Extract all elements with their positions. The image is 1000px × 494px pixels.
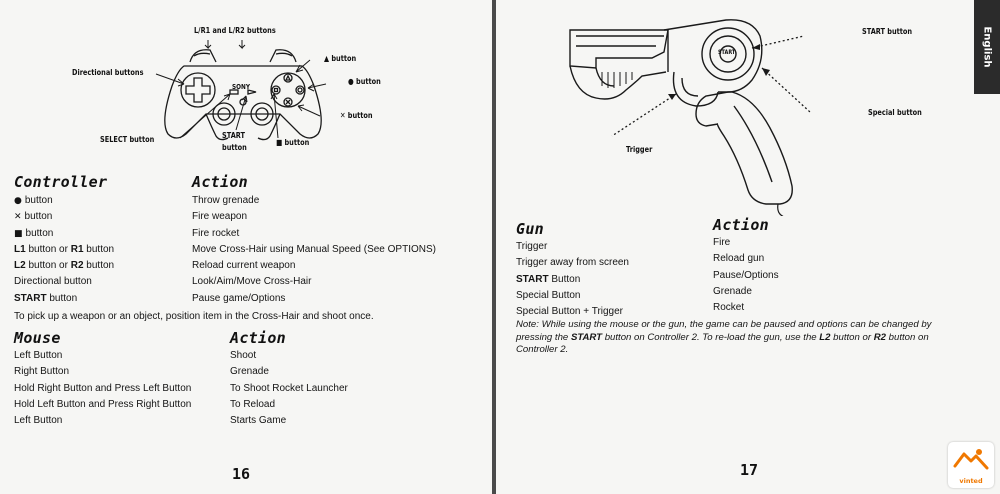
controller-diagram: [150, 30, 350, 160]
gun-usage-note: Note: While using the mouse or the gun, …: [516, 319, 932, 355]
label-triangle-button: ▲ button: [324, 54, 357, 63]
gun-actions-list: Fire Reload gun Pause/Options Grenade Ro…: [713, 235, 779, 316]
mouse-row: Hold Right Button and Press Left Button: [14, 382, 192, 394]
light-gun-illustration: [569, 19, 811, 216]
controller-brand-logo: SONY: [232, 83, 250, 91]
label-gun-special-button: Special button: [868, 108, 922, 117]
gun-row: Trigger: [516, 241, 548, 252]
controller-action: Pause game/Options: [192, 292, 286, 304]
page-17: START START button Special button Trigge…: [496, 0, 1000, 494]
mouse-actions-list: Shoot Grenade To Shoot Rocket Launcher T…: [230, 348, 348, 429]
label-gun-start-button: START button: [862, 27, 913, 36]
controller-controls-list: ●button ✕button ■button L1 button or R1 …: [14, 193, 114, 307]
mouse-controls-list: Left Button Right Button Hold Right Butt…: [14, 348, 191, 429]
controller-column-header: Controller: [14, 173, 108, 191]
gun-row: START Button: [516, 273, 581, 285]
gun-diagram: [556, 6, 836, 216]
label-cross-button: ✕ button: [340, 111, 373, 120]
controller-action: Fire rocket: [192, 227, 240, 239]
mouse-row: Hold Left Button and Press Right Button: [14, 398, 192, 410]
label-shoulder-buttons: L/R1 and L/R2 buttons: [194, 26, 276, 35]
controller-illustration: [155, 40, 327, 141]
controller-row: L1 button or R1 button: [14, 243, 115, 255]
gun-action: Reload gun: [713, 253, 765, 265]
gun-row: Special Button: [516, 289, 581, 301]
label-square-button: ■ button: [276, 138, 310, 147]
gun-action: Grenade: [713, 285, 752, 297]
controller-row: Directional button: [14, 276, 92, 288]
label-gun-trigger: Trigger: [626, 145, 653, 154]
label-directional-buttons: Directional buttons: [72, 68, 144, 77]
mouse-action-header: Action: [230, 329, 286, 347]
controller-row: START button: [14, 292, 78, 304]
controller-row: ✕button: [14, 211, 53, 223]
mouse-column-header: Mouse: [14, 329, 61, 347]
marketplace-watermark-text: vinted: [959, 477, 983, 485]
controller-footnote: To pick up a weapon or an object, positi…: [14, 311, 374, 322]
mouse-action: To Reload: [230, 398, 276, 410]
language-tab: English: [974, 0, 1000, 94]
label-start-button-line1: START: [222, 131, 245, 140]
controller-row: ●button: [14, 195, 53, 206]
mouse-row: Right Button: [14, 366, 70, 378]
gun-row: Trigger away from screen: [516, 257, 629, 269]
mouse-action: To Shoot Rocket Launcher: [230, 382, 348, 394]
page-gutter: [492, 0, 496, 494]
marketplace-logo-icon: [953, 449, 989, 470]
mouse-action: Shoot: [230, 350, 257, 361]
gun-controls-list: Trigger Trigger away from screen START B…: [516, 239, 629, 320]
label-select-button: SELECT button: [100, 135, 155, 144]
mouse-row: Left Button: [14, 350, 63, 361]
label-start-on-gun: START: [718, 49, 736, 56]
page-number-right: 17: [740, 461, 759, 479]
label-start-button-line2: button: [222, 143, 247, 152]
controller-actions-list: Throw grenade Fire weapon Fire rocket Mo…: [192, 193, 436, 307]
gun-action: Rocket: [713, 302, 745, 314]
controller-action: Fire weapon: [192, 211, 248, 223]
cross-icon: ✕: [14, 212, 22, 223]
controller-action: Move Cross-Hair using Manual Speed (See …: [192, 243, 436, 255]
page-number-left: 16: [232, 465, 251, 483]
controller-row: L2 button or R2 button: [14, 260, 115, 272]
controller-action-header: Action: [192, 173, 248, 191]
square-icon: ■: [14, 228, 23, 239]
gun-action-header: Action: [713, 216, 769, 234]
page-16: L/R1 and L/R2 buttons ▲ button ● button …: [0, 0, 492, 494]
mouse-action: Grenade: [230, 366, 269, 378]
controller-action: Throw grenade: [192, 195, 260, 206]
label-circle-button: ● button: [348, 77, 381, 86]
controller-row: ■button: [14, 227, 54, 239]
gun-column-header: Gun: [516, 220, 544, 238]
circle-icon: ●: [14, 196, 22, 206]
controller-action: Reload current weapon: [192, 260, 296, 272]
gun-action: Pause/Options: [713, 269, 779, 281]
mouse-action: Starts Game: [230, 415, 287, 427]
language-tab-label: English: [981, 26, 993, 68]
controller-action: Look/Aim/Move Cross-Hair: [192, 276, 312, 288]
gun-action: Fire: [713, 237, 731, 248]
marketplace-watermark: vinted: [948, 442, 994, 488]
mouse-row: Left Button: [14, 415, 63, 427]
gun-row: Special Button + Trigger: [516, 306, 624, 318]
